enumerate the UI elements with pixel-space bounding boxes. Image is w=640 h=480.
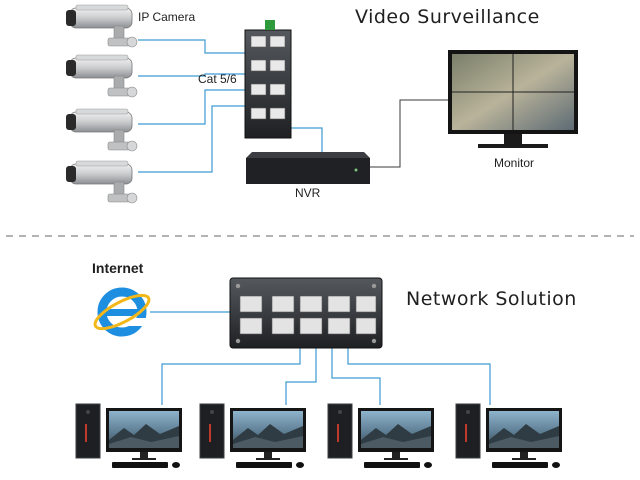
ip-camera-icon: [65, 108, 138, 152]
ethernet-switch-icon: [244, 20, 292, 139]
desktop-computer-icon: [199, 403, 307, 469]
internet-explorer-icon: [93, 287, 151, 337]
network-solution-title: Network Solution: [406, 288, 577, 310]
ip-camera-label: IP Camera: [138, 10, 196, 24]
computer-cables: [161, 348, 491, 405]
nvr-monitor-cable: [368, 99, 450, 168]
camera-cables: [138, 39, 247, 173]
internet-label: Internet: [92, 260, 144, 276]
desktop-computer-icon: [455, 403, 563, 469]
switch-nvr-cable: [288, 127, 323, 153]
ip-camera-icon: [65, 54, 138, 98]
ip-camera-icon: [65, 160, 138, 204]
ip-camera-icon: [65, 4, 138, 48]
nvr-label: NVR: [295, 186, 321, 200]
desktop-computer-icon: [75, 403, 183, 469]
nvr-recorder-icon: [246, 152, 370, 184]
monitor-label: Monitor: [494, 156, 535, 170]
cable-type-label: Cat 5/6: [198, 72, 237, 86]
video-surveillance-title: Video Surveillance: [355, 6, 540, 28]
desktop-computer-icon: [327, 403, 435, 469]
monitor-icon: [448, 50, 578, 148]
ethernet-switch-icon: [229, 277, 383, 349]
